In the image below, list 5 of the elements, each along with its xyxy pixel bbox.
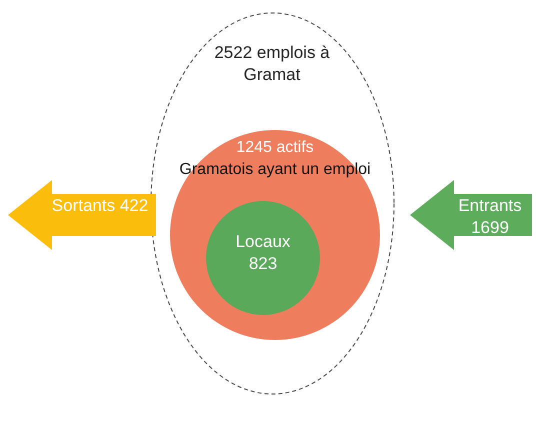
circle-label: Locaux 823 (234, 231, 292, 276)
ellipse-title: 2522 emplois à Gramat (213, 42, 331, 86)
circle-title: 1245 actifs (235, 138, 315, 158)
arrow-label: Entrants 1699 (457, 195, 523, 240)
arrow-label: Sortants 422 (50, 195, 150, 217)
